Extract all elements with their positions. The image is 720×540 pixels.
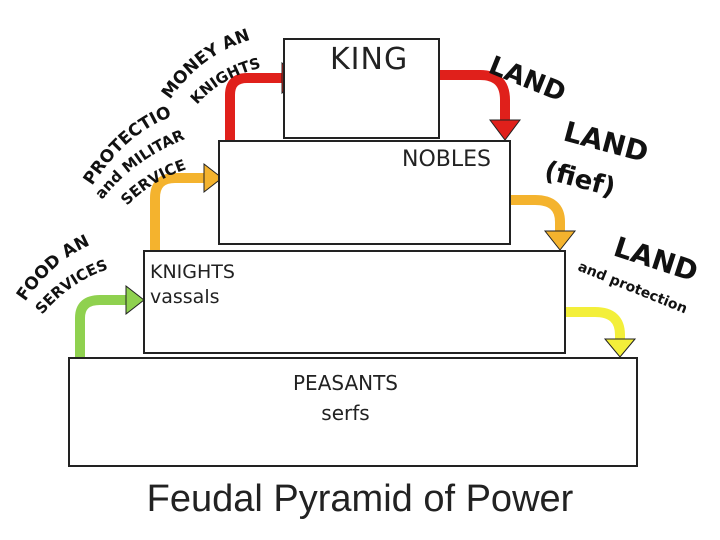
peasants-label: PEASANTS serfs	[293, 368, 398, 428]
knights-tier-box	[143, 250, 566, 354]
arrow-gold-to-nobles	[150, 162, 223, 250]
nobles-tier-box	[218, 140, 511, 245]
peasants-title: PEASANTS	[293, 371, 398, 395]
peasants-tier-box	[68, 357, 638, 467]
land-label-1: LAND	[484, 51, 569, 109]
king-tier-box	[283, 38, 440, 139]
knights-label: KNIGHTS vassals	[150, 260, 235, 310]
food-and-label: FOOD AND	[0, 0, 93, 305]
diagram-title: Feudal Pyramid of Power	[146, 478, 574, 520]
fief-label: (fief)	[541, 156, 618, 204]
king-label: KING	[330, 42, 409, 77]
nobles-label: NOBLES	[402, 147, 491, 172]
knights-subtitle: vassals	[150, 286, 220, 308]
peasants-subtitle: serfs	[321, 401, 370, 425]
arrow-yellow-to-peasants	[566, 307, 637, 358]
arrow-gold-to-knights	[511, 195, 577, 251]
knights-title: KNIGHTS	[150, 261, 235, 283]
land-label-2: LAND	[560, 115, 652, 169]
arrow-red-to-nobles	[440, 70, 521, 141]
arrow-green-to-knights	[75, 284, 145, 357]
